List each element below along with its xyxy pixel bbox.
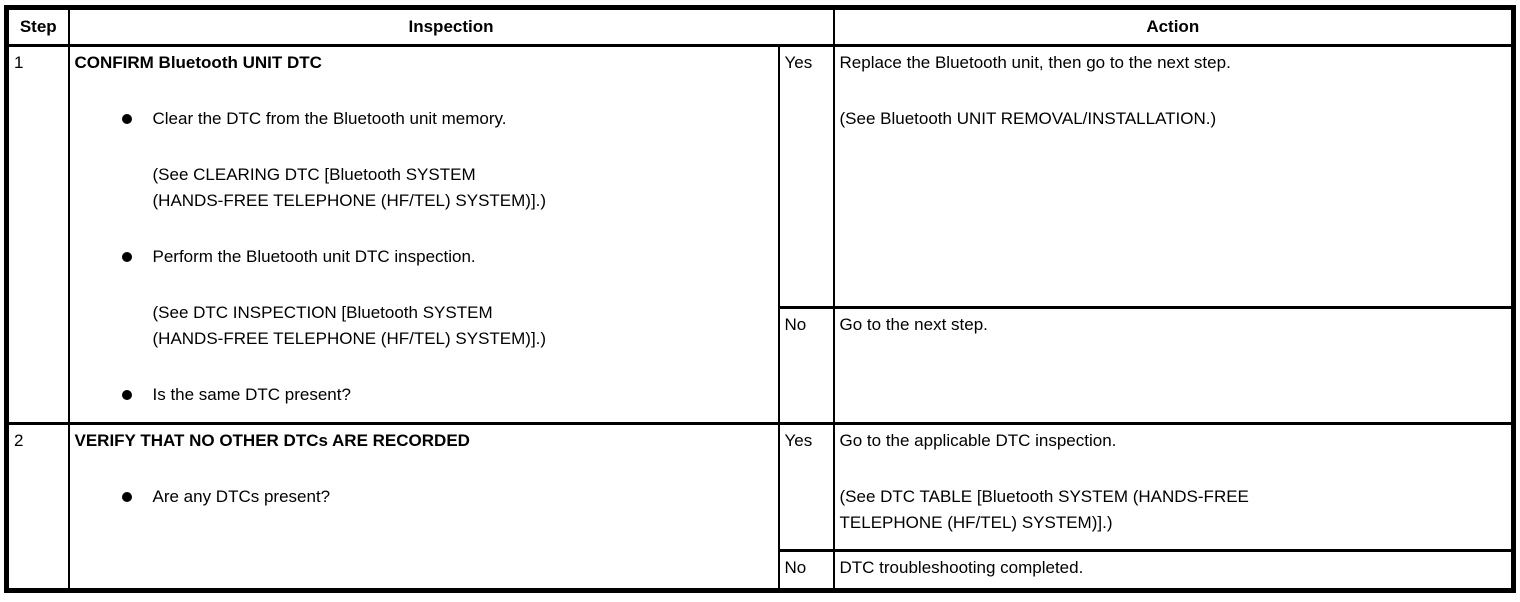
bullet-icon xyxy=(121,252,132,262)
step2-number: 2 xyxy=(5,422,70,592)
ref-line: (See DTC INSPECTION [Bluetooth SYSTEM xyxy=(152,303,493,322)
ref-line: TELEPHONE (HF/TEL) SYSTEM)].) xyxy=(839,513,1113,532)
bullet-text: Are any DTCs present? xyxy=(152,487,331,506)
col-header-action: Action xyxy=(832,6,1515,47)
step2-no-action-cell: DTC troubleshooting completed. xyxy=(832,549,1515,592)
step1-yes-action-cell: Replace the Bluetooth unit, then go to t… xyxy=(832,44,1515,309)
action-line: DTC troubleshooting completed. xyxy=(839,558,1084,577)
step2-inspection-cell: VERIFY THAT NO OTHER DTCs ARE RECORDED A… xyxy=(67,422,780,592)
bullet-icon xyxy=(121,114,132,124)
ref-line: (HANDS-FREE TELEPHONE (HF/TEL) SYSTEM)].… xyxy=(152,191,547,210)
action-line: Go to the applicable DTC inspection. xyxy=(839,431,1117,450)
table-row-step2-yes: 2 VERIFY THAT NO OTHER DTCs ARE RECORDED… xyxy=(5,422,1515,592)
step1-inspection-title: CONFIRM Bluetooth UNIT DTC xyxy=(74,53,322,72)
bullet-text: Perform the Bluetooth unit DTC inspectio… xyxy=(152,247,476,266)
dtc-troubleshooting-table: Step Inspection Action 1 CONFIRM Bluetoo… xyxy=(4,5,1517,593)
step2-no-label: No xyxy=(777,549,835,592)
step2-yes-action-cell: Go to the applicable DTC inspection. (Se… xyxy=(832,422,1515,552)
step1-ref-dtc-inspection: (See DTC INSPECTION [Bluetooth SYSTEM (H… xyxy=(75,300,773,352)
step2-bullet-any-dtcs-present: Are any DTCs present? xyxy=(75,484,773,510)
table-row-step1-yes: 1 CONFIRM Bluetooth UNIT DTC Clear the D… xyxy=(5,44,1515,425)
step1-no-action-cell: Go to the next step. xyxy=(832,306,1515,425)
step1-number: 1 xyxy=(5,44,70,425)
bullet-text: Is the same DTC present? xyxy=(152,385,351,404)
step1-no-label: No xyxy=(777,306,835,425)
step1-bullet-perform-inspection: Perform the Bluetooth unit DTC inspectio… xyxy=(75,244,773,270)
step2-yes-label: Yes xyxy=(777,422,835,552)
action-ref-line: (See Bluetooth UNIT REMOVAL/INSTALLATION… xyxy=(839,109,1217,128)
ref-line: (HANDS-FREE TELEPHONE (HF/TEL) SYSTEM)].… xyxy=(152,329,547,348)
step1-bullet-clear-dtc: Clear the DTC from the Bluetooth unit me… xyxy=(75,106,773,132)
ref-line: (See CLEARING DTC [Bluetooth SYSTEM xyxy=(152,165,476,184)
col-header-inspection: Inspection xyxy=(67,6,835,47)
action-line: Replace the Bluetooth unit, then go to t… xyxy=(839,53,1231,72)
col-header-step: Step xyxy=(5,6,70,47)
step2-inspection-title: VERIFY THAT NO OTHER DTCs ARE RECORDED xyxy=(74,431,470,450)
action-line: Go to the next step. xyxy=(839,315,988,334)
bullet-icon xyxy=(121,390,132,400)
table-header-row: Step Inspection Action xyxy=(5,6,1515,47)
bullet-text: Clear the DTC from the Bluetooth unit me… xyxy=(152,109,507,128)
action-ref: (See DTC TABLE [Bluetooth SYSTEM (HANDS-… xyxy=(840,484,1507,536)
step1-ref-clearing-dtc: (See CLEARING DTC [Bluetooth SYSTEM (HAN… xyxy=(75,162,773,214)
table-row-step1-no: No Go to the next step. xyxy=(7,306,1515,425)
bullet-icon xyxy=(121,492,132,502)
step1-bullet-same-dtc-present: Is the same DTC present? xyxy=(75,382,773,408)
step1-inspection-cell: CONFIRM Bluetooth UNIT DTC Clear the DTC… xyxy=(67,44,780,425)
step1-yes-label: Yes xyxy=(777,44,835,309)
ref-line: (See DTC TABLE [Bluetooth SYSTEM (HANDS-… xyxy=(839,487,1249,506)
table-row-step2-no: No DTC troubleshooting completed. xyxy=(7,549,1515,592)
